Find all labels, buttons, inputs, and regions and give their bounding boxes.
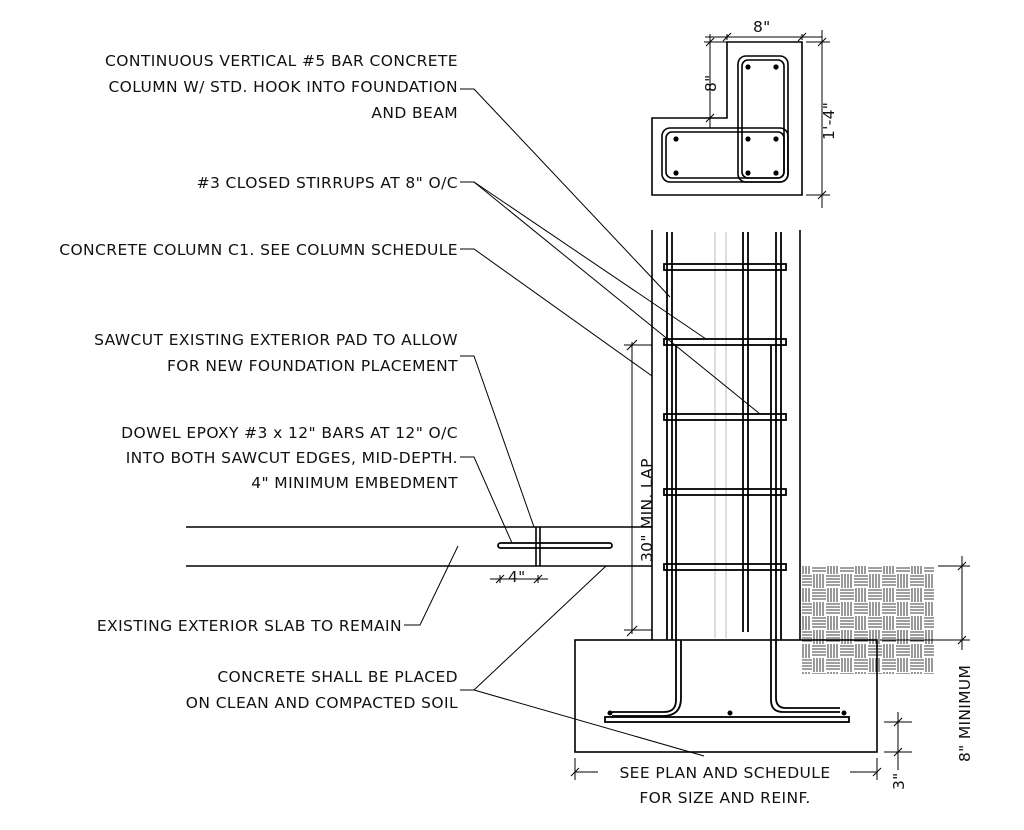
svg-text:4" MINIMUM EMBEDMENT: 4" MINIMUM EMBEDMENT (251, 474, 458, 492)
svg-text:INTO BOTH SAWCUT EDGES, MID-DE: INTO BOTH SAWCUT EDGES, MID-DEPTH. (126, 449, 458, 467)
note-soil: CONCRETE SHALL BE PLACED ON CLEAN AND CO… (186, 668, 458, 712)
footing-min-dim: 8" MINIMUM (956, 665, 974, 762)
svg-text:DOWEL EPOXY #3 x 12" BARS AT 1: DOWEL EPOXY #3 x 12" BARS AT 12" O/C (121, 424, 458, 442)
footing: 3" 8" MINIMUM (570, 556, 974, 790)
svg-text:ON CLEAN AND COMPACTED SOIL: ON CLEAN AND COMPACTED SOIL (186, 694, 458, 712)
plan-leg-dim: 8" (702, 74, 720, 92)
note-footing: SEE PLAN AND SCHEDULE FOR SIZE AND REINF… (619, 764, 830, 807)
column-plan-section: 8" 8" 1'-4" (651, 18, 838, 208)
note-column: CONCRETE COLUMN C1. SEE COLUMN SCHEDULE (59, 241, 458, 259)
svg-text:FOR NEW FOUNDATION PLACEMENT: FOR NEW FOUNDATION PLACEMENT (167, 357, 458, 375)
existing-slab: 4" (186, 526, 652, 586)
svg-text:COLUMN W/ STD. HOOK INTO FOUND: COLUMN W/ STD. HOOK INTO FOUNDATION (108, 78, 458, 96)
plan-height-dim: 1'-4" (820, 102, 838, 140)
plan-width-dim: 8" (753, 18, 771, 36)
soil-hatch (802, 566, 934, 674)
note-dowel: DOWEL EPOXY #3 x 12" BARS AT 12" O/C INT… (121, 424, 458, 492)
svg-text:SAWCUT EXISTING EXTERIOR PAD T: SAWCUT EXISTING EXTERIOR PAD TO ALLOW (94, 331, 458, 349)
svg-text:FOR SIZE AND REINF.: FOR SIZE AND REINF. (639, 789, 810, 807)
note-slab: EXISTING EXTERIOR SLAB TO REMAIN (97, 617, 402, 635)
stirrups (663, 263, 787, 571)
svg-text:SEE PLAN AND SCHEDULE: SEE PLAN AND SCHEDULE (619, 764, 830, 782)
embed-dim: 4" (508, 568, 526, 586)
note-vertical-bar: CONTINUOUS VERTICAL #5 BAR CONCRETE COLU… (105, 52, 458, 122)
note-sawcut: SAWCUT EXISTING EXTERIOR PAD TO ALLOW FO… (94, 331, 458, 375)
svg-text:CONTINUOUS VERTICAL #5 BAR CON: CONTINUOUS VERTICAL #5 BAR CONCRETE (105, 52, 458, 70)
svg-text:AND BEAM: AND BEAM (371, 104, 458, 122)
leader-lines (404, 88, 761, 757)
plan-bar-dots (673, 64, 779, 176)
svg-text:CONCRETE SHALL BE PLACED: CONCRETE SHALL BE PLACED (217, 668, 458, 686)
column-elevation: 30" MIN. LAP (624, 230, 801, 640)
min-lap-dim: 30" MIN. LAP (638, 458, 656, 562)
note-stirrups: #3 CLOSED STIRRUPS AT 8" O/C (197, 174, 458, 192)
cover-dim: 3" (890, 772, 908, 790)
vertical-bars (666, 232, 782, 640)
